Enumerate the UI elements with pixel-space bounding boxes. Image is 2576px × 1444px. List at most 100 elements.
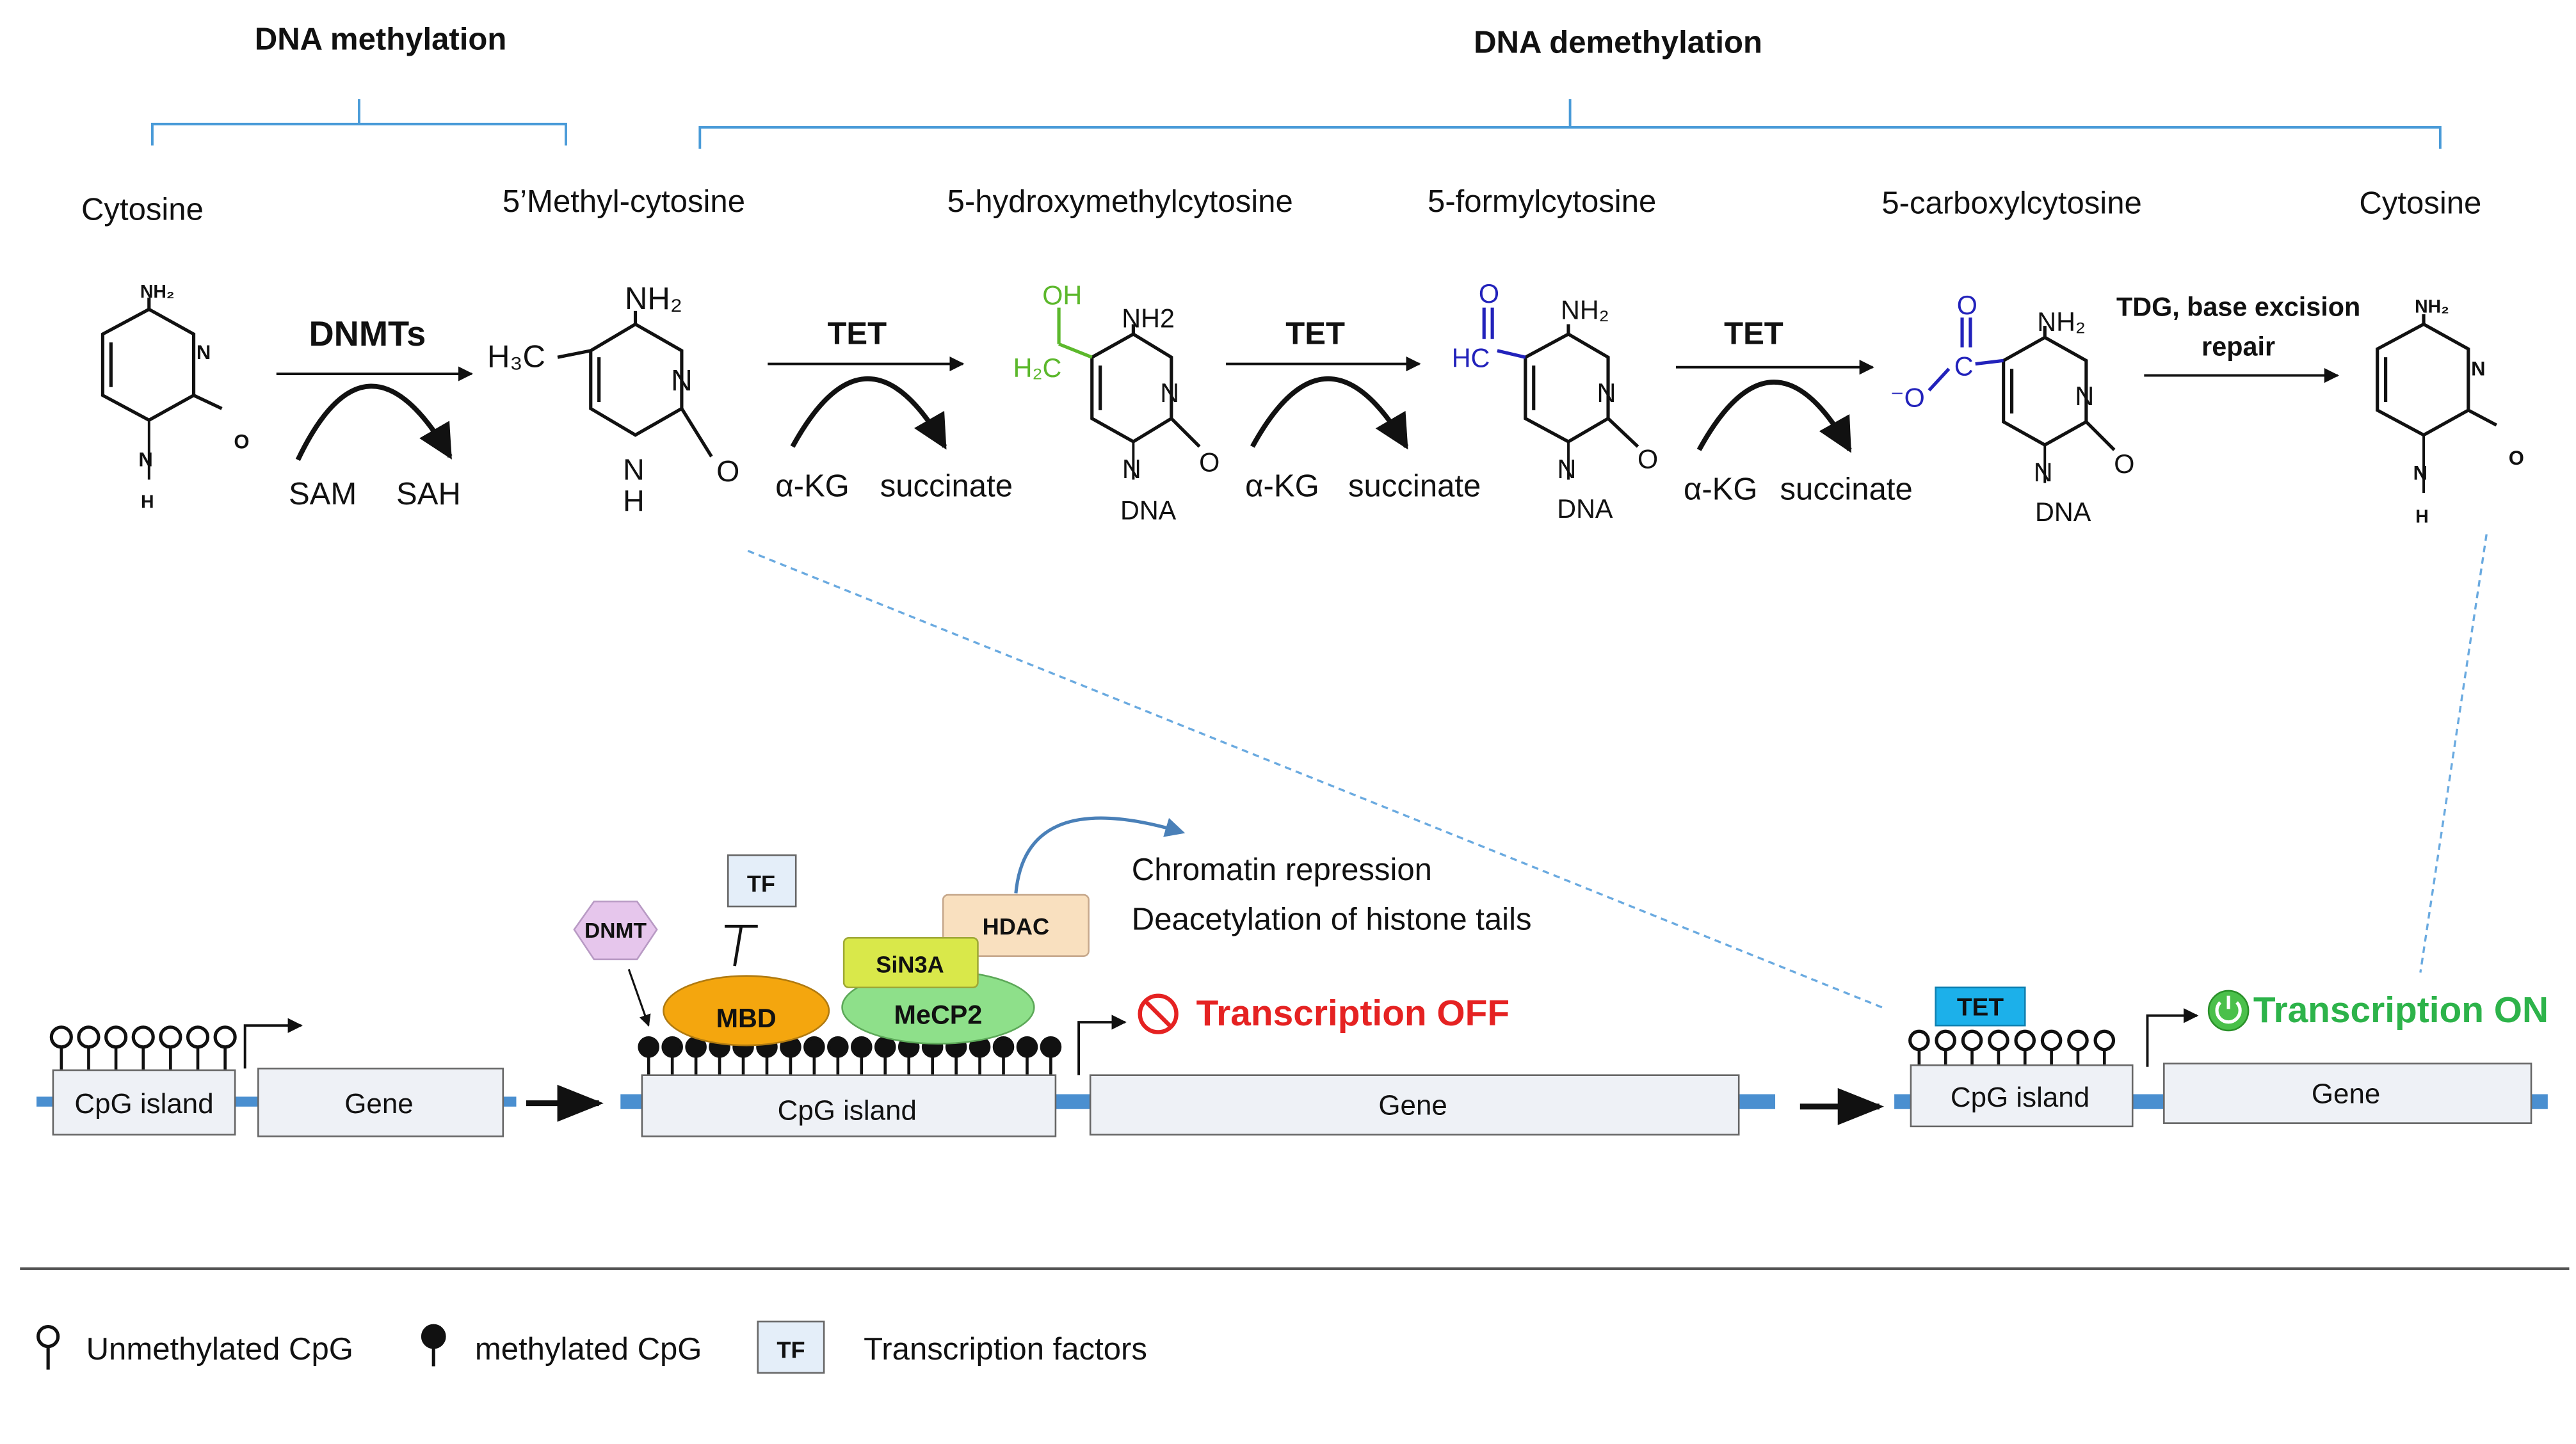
svg-text:NH₂: NH₂: [2415, 296, 2449, 317]
unmethylated-cpg: [104, 1025, 128, 1070]
gene-box: [1089, 1074, 1740, 1136]
methylated-cpg: [969, 1036, 991, 1075]
methylated-cpg: [661, 1036, 683, 1075]
reaction-tet-3: TET α-KG succinate: [1675, 317, 1913, 506]
molecule-cytosine-right: NH₂ N O N H: [2376, 296, 2524, 527]
methylated-cpg: [992, 1036, 1015, 1075]
chromatin-repression-text: Chromatin repression: [1132, 853, 1432, 887]
genome-track-methylated: CpG island Gene DNMT TF MBD MeCP2 HDAC S…: [573, 816, 1776, 1137]
legend: Unmethylated CpG methylated CpG TF Trans…: [36, 1320, 1147, 1374]
methylated-cpg: [874, 1036, 896, 1075]
svg-text:O: O: [234, 430, 249, 453]
svg-text:NH2: NH2: [1122, 304, 1175, 333]
svg-text:DNMTs: DNMTs: [309, 315, 426, 353]
unmethylated-cpg: [131, 1025, 155, 1070]
dashed-connector-methyl: [747, 549, 1887, 1010]
methylated-cpg: [685, 1036, 707, 1075]
gene-label: Gene: [2312, 1079, 2380, 1110]
svg-text:N: N: [1122, 454, 1141, 484]
methylated-cpg: [1040, 1036, 1062, 1075]
svg-text:N: N: [197, 341, 211, 364]
cpg-island-box: [1910, 1064, 2134, 1128]
unmethylated-cpg: [2014, 1029, 2036, 1066]
molecule-cytosine-left: NH₂ N O N H: [101, 282, 250, 512]
unmethylated-cpg: [2093, 1029, 2116, 1066]
svg-text:TDG, base excision: TDG, base excision: [2116, 293, 2360, 322]
legend-tf-box-label: TF: [777, 1337, 805, 1363]
svg-text:SAM: SAM: [289, 477, 357, 511]
svg-text:N: N: [1160, 378, 1179, 408]
svg-text:DNA: DNA: [2035, 497, 2091, 527]
dashed-connector-cytosine: [2419, 534, 2488, 973]
svg-text:OH: OH: [1042, 280, 1082, 310]
no-symbol-icon: [1138, 993, 1179, 1034]
svg-text:TET: TET: [827, 317, 887, 351]
legend-tf-box: [757, 1320, 825, 1374]
dnmt-arrow: [627, 968, 651, 1027]
label-methyl-cytosine: 5’Methyl-cytosine: [503, 184, 745, 219]
unmethylated-cpg: [1908, 1029, 1930, 1066]
unmethylated-cpg: [213, 1025, 237, 1070]
tf-box: [727, 854, 797, 908]
svg-text:TET: TET: [1285, 317, 1345, 351]
molecule-formylcytosine: O HC NH₂ N O N DNA: [1452, 279, 1658, 524]
svg-text:N: N: [2034, 458, 2053, 487]
sin3a-box: [842, 936, 979, 989]
unmethylated-cpg-group: [1908, 1029, 2116, 1066]
tf-label: TF: [747, 870, 775, 897]
svg-text:N: N: [138, 449, 152, 471]
methylated-cpg: [780, 1036, 801, 1075]
methylated-cpg: [638, 1036, 660, 1075]
svg-text:succinate: succinate: [1348, 469, 1481, 503]
sin3a-label: SiN3A: [876, 952, 944, 978]
methylated-cpg: [803, 1036, 825, 1075]
svg-text:O: O: [1479, 279, 1499, 309]
methylated-cpg: [827, 1036, 849, 1075]
legend-unmethylated-label: Unmethylated CpG: [86, 1332, 353, 1367]
header-methylation: DNA methylation: [255, 22, 507, 57]
label-cytosine-left: Cytosine: [81, 193, 204, 227]
transcription-off-label: Transcription OFF: [1196, 993, 1510, 1034]
gene-box: [257, 1068, 504, 1137]
unmethylated-cpg: [1961, 1029, 1983, 1066]
genome-track-unmethylated: CpG island Gene: [36, 1018, 517, 1137]
molecule-methyl-cytosine: NH₂ H₃C N O N H: [487, 282, 739, 517]
svg-text:NH₂: NH₂: [625, 282, 682, 316]
unmethylated-cpg: [1935, 1029, 1957, 1066]
label-hydroxymethylcytosine: 5-hydroxymethylcytosine: [947, 184, 1293, 219]
gene-label: Gene: [344, 1088, 413, 1119]
bracket-methylation: [151, 99, 567, 146]
unmethylated-cpg: [1988, 1029, 2009, 1066]
unmethylated-cpg: [2040, 1029, 2063, 1066]
svg-text:DNA: DNA: [1557, 494, 1613, 524]
label-carboxylcytosine: 5-carboxylcytosine: [1881, 186, 2141, 220]
svg-text:NH₂: NH₂: [1561, 296, 1609, 325]
reaction-tet-1: TET α-KG succinate: [768, 317, 1013, 503]
header-demethylation: DNA demethylation: [1474, 26, 1762, 60]
reaction-dnmts: DNMTs SAM SAH: [276, 315, 474, 511]
dnmt-label: DNMT: [584, 919, 647, 943]
svg-text:H: H: [141, 492, 154, 512]
svg-text:N: N: [2471, 358, 2485, 380]
cpg-island-label: CpG island: [1951, 1082, 2089, 1113]
svg-text:H₂C: H₂C: [1013, 353, 1062, 383]
svg-text:O: O: [1638, 444, 1658, 474]
svg-text:C: C: [1954, 352, 1974, 381]
unmethylated-cpg: [159, 1025, 182, 1070]
svg-text:α-KG: α-KG: [1684, 472, 1758, 506]
svg-text:N: N: [1558, 454, 1577, 484]
svg-text:DNA: DNA: [1120, 495, 1177, 525]
svg-text:⁻O: ⁻O: [1890, 383, 1925, 413]
unmethylated-cpg-group: [49, 1025, 237, 1070]
deacetylation-text: Deacetylation of histone tails: [1132, 902, 1532, 936]
transcription-on-label: Transcription ON: [2253, 990, 2548, 1031]
cpg-island-box: [641, 1074, 1057, 1137]
cpg-island-label: CpG island: [74, 1088, 213, 1119]
methylated-cpg-icon: [421, 1324, 446, 1367]
gene-box: [2163, 1063, 2532, 1124]
reaction-tet-2: TET α-KG succinate: [1226, 317, 1481, 503]
reaction-tdg: TDG, base excision repair: [2116, 293, 2360, 383]
svg-text:N: N: [1597, 378, 1616, 408]
dnmt-hexagon: [573, 901, 658, 961]
